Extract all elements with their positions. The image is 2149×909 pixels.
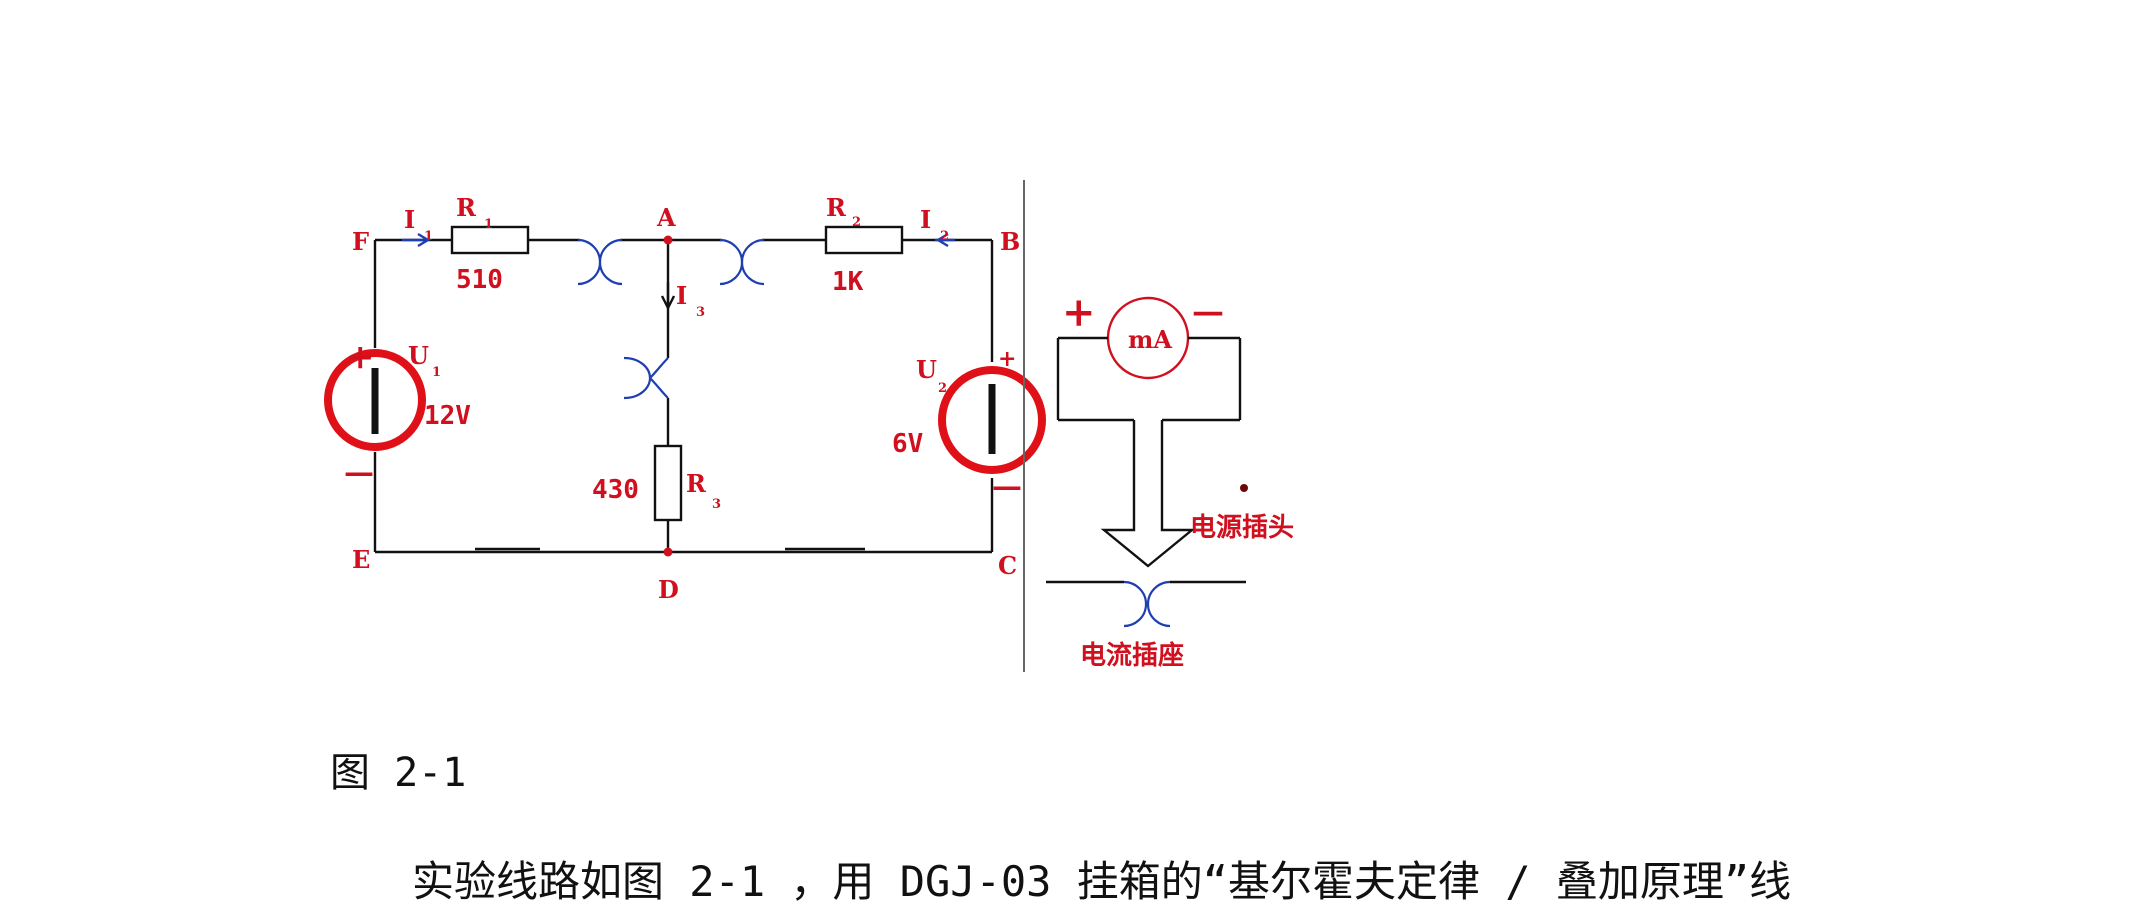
node-label-b: B (1000, 227, 1020, 256)
marker-dot (1240, 484, 1248, 492)
figure-caption: 图 2-1 (330, 750, 467, 796)
resistor-r2-name: R (826, 193, 847, 222)
source-u2-name: U (916, 355, 937, 384)
source-u1-minus: — (344, 455, 374, 490)
current-i1-sub: 1 (424, 229, 433, 244)
current-socket-2[interactable] (719, 238, 765, 286)
resistor-r1 (450, 225, 530, 255)
node-label-d: D (658, 575, 679, 604)
source-u1-sub: 1 (432, 365, 441, 380)
current-i1-name: I (404, 205, 415, 234)
node-label-f: F (352, 227, 369, 256)
source-u1-plus: + (346, 337, 375, 377)
node-label-c: C (998, 551, 1017, 580)
source-u2-value: 6V (892, 429, 923, 459)
body-text: 实验线路如图 2-1 ，用 DGJ-03 挂箱的“基尔霍夫定律 / 叠加原理”线 (412, 857, 1792, 906)
current-arrow-i2 (935, 232, 955, 248)
voltage-source-u2 (938, 366, 1046, 474)
source-u2-sub: 2 (938, 381, 947, 396)
resistor-r2-sub: 2 (852, 215, 861, 230)
resistor-r2-value: 1K (832, 267, 864, 297)
current-socket-1[interactable] (577, 238, 623, 286)
current-i3-name: I (676, 281, 687, 310)
source-u1-name: U (408, 341, 429, 370)
current-socket-3[interactable] (623, 356, 669, 400)
meter-plus: + (1062, 289, 1096, 336)
resistor-r2 (824, 225, 904, 255)
source-u2-plus: + (998, 346, 1016, 372)
plug-label: 电源插头 (1190, 513, 1294, 543)
resistor-r1-name: R (456, 193, 477, 222)
node-dot-a (663, 235, 673, 245)
source-u2-minus: — (992, 469, 1022, 504)
meter-minus: — (1192, 292, 1224, 330)
node-dot-d (663, 547, 673, 557)
resistor-r3-sub: 3 (712, 497, 721, 512)
resistor-r1-sub: 1 (484, 217, 493, 232)
current-i3-sub: 3 (696, 305, 705, 320)
resistor-r3-name: R (686, 469, 707, 498)
current-i2-name: I (920, 205, 931, 234)
node-label-e: E (352, 545, 370, 574)
source-u1-value: 12V (424, 401, 471, 431)
node-label-a: A (656, 203, 676, 232)
resistor-r1-value: 510 (456, 265, 503, 295)
current-arrow-i3 (660, 282, 676, 311)
plug-arrow (1100, 420, 1196, 568)
voltage-source-u1 (324, 349, 426, 451)
socket-label: 电流插座 (1080, 640, 1184, 671)
meter-label: mA (1128, 325, 1172, 354)
plug-wires (1056, 336, 1242, 422)
current-arrow-i1 (402, 232, 431, 248)
socket-sample (1046, 580, 1246, 628)
current-i2-sub: 2 (940, 229, 949, 244)
resistor-r3 (653, 444, 683, 522)
resistor-r3-value: 430 (592, 475, 639, 505)
